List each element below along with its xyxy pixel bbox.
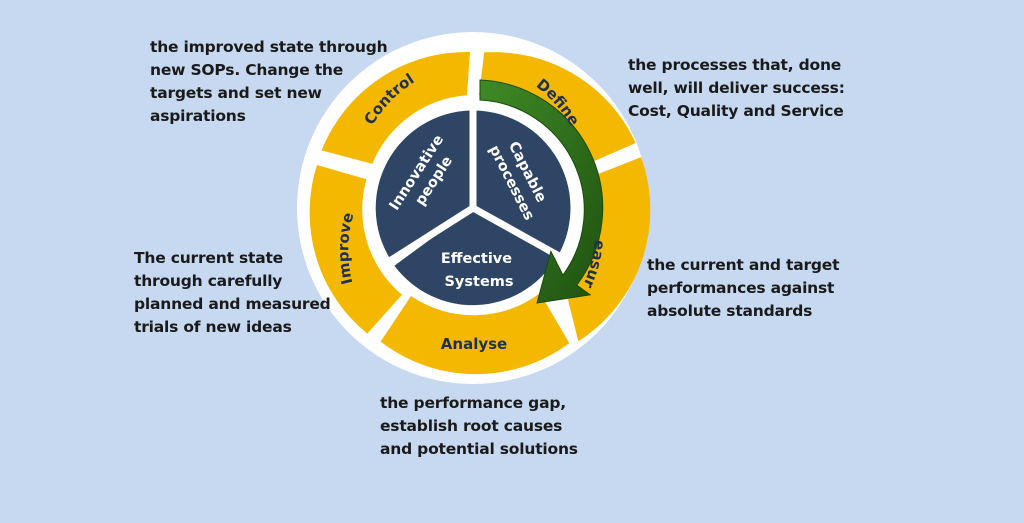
stage-segment-analyse	[380, 293, 570, 375]
note-measure: the current and target performances agai…	[647, 256, 840, 320]
stage-segment-control	[321, 51, 470, 164]
stage-label-analyse: Analyse	[441, 335, 507, 353]
core-divider	[386, 205, 475, 265]
stage-segment-improve	[309, 165, 402, 334]
core-sector-systems	[394, 208, 556, 306]
core-divider	[471, 204, 563, 261]
stage-label-improve: Improve	[334, 211, 357, 287]
stage-segment-define	[479, 52, 636, 161]
note-control: the improved state through new SOPs. Cha…	[150, 38, 388, 125]
cycle-arrow	[479, 79, 604, 304]
note-analyse: the performance gap, establish root caus…	[380, 394, 578, 458]
note-improve: The current state through carefully plan…	[134, 249, 331, 336]
core-label-systems: Effective Systems	[441, 251, 517, 290]
note-define: the processes that, done well, will deli…	[628, 56, 845, 120]
